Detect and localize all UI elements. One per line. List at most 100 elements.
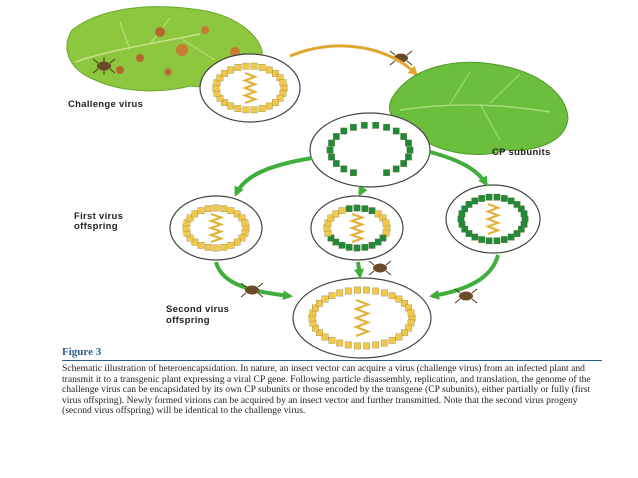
cp-subunit-yellow <box>363 286 370 294</box>
flow-arrows <box>214 150 500 301</box>
insect-vector-icon <box>454 288 478 304</box>
cp-subunit-mixed <box>382 219 390 227</box>
cp-subunit-yellow <box>312 304 319 312</box>
first-virus-offspring-label-line1: First virus <box>74 211 124 222</box>
cp-subunit-green <box>507 233 515 241</box>
cp-subunit-mixed <box>338 241 346 249</box>
cp-subunit-green <box>392 127 400 135</box>
cp-subunit-green <box>400 133 408 140</box>
cp-subunit-yellow <box>234 64 242 71</box>
cp-subunit-green <box>478 195 486 202</box>
cp-subunit-yellow <box>191 210 199 218</box>
cp-subunit-mixed <box>353 244 361 252</box>
cp-subunit-yellow <box>354 286 361 294</box>
cp-subunit-green <box>493 237 501 245</box>
cp-subunit-yellow <box>258 105 266 112</box>
cp-subunit-green <box>340 127 348 135</box>
cp-subunit-green <box>500 236 508 243</box>
cp-subunit-yellow <box>321 295 329 303</box>
cp-subunit-yellow <box>227 66 235 74</box>
cp-subunit-green <box>465 201 473 208</box>
cp-subunit-yellow <box>272 70 279 77</box>
cp-subunit-yellow <box>186 214 194 222</box>
cp-subunit-mixed <box>374 238 382 246</box>
transmission-arrow <box>289 44 419 77</box>
cp-subunit-yellow <box>191 238 199 246</box>
cp-subunit-yellow <box>242 62 250 70</box>
cp-subunit-yellow <box>233 238 241 246</box>
cp-subunit-green <box>493 193 501 201</box>
cp-subunit-yellow <box>220 205 228 213</box>
cp-subunit-yellow <box>227 241 235 249</box>
cp-subunit-yellow <box>344 341 352 349</box>
cp-subunit-mixed <box>368 207 376 215</box>
cp-subunit-yellow <box>272 99 279 106</box>
cp-subunit-green <box>326 146 334 154</box>
cp-subunit-yellow <box>220 243 228 251</box>
cp-subunit-mixed <box>353 204 361 212</box>
cp-subunit-yellow <box>212 204 220 212</box>
cp-subunit-green <box>471 233 479 241</box>
cp-subunit-mixed <box>345 205 353 213</box>
cp-subunit-mixed <box>361 205 369 213</box>
cp-subunit-green <box>350 169 357 177</box>
cp-subunit-yellow <box>380 289 388 297</box>
figure-caption-block: Figure 3 Schematic illustration of heter… <box>62 346 602 417</box>
insect-vector-icon <box>240 282 264 298</box>
cp-subunit-green <box>340 165 348 173</box>
cp-subunit-mixed <box>379 234 387 242</box>
viral-genome <box>348 212 366 244</box>
cp-subunit-yellow <box>250 62 258 70</box>
cp-subunit-yellow <box>238 234 246 242</box>
cp-subunit-green <box>383 123 390 131</box>
challenge-virus-label: Challenge virus <box>68 99 144 110</box>
figure-title: Figure 3 <box>62 346 102 358</box>
cp-subunit-yellow <box>227 207 235 215</box>
cp-subunit-yellow <box>221 99 228 106</box>
cp-subunit-green <box>332 133 340 140</box>
cp-subunit-mixed <box>332 238 340 246</box>
cp-subunit-yellow <box>401 329 408 337</box>
cp-subunit-green <box>513 201 521 208</box>
healthy-leaf-icon <box>389 61 569 155</box>
cp-subunit-yellow <box>221 70 228 77</box>
cp-subunit-green <box>517 225 525 233</box>
insect-vector-icon <box>368 260 392 276</box>
cp-subunit-green <box>461 205 469 213</box>
cp-subunit-yellow <box>276 94 284 102</box>
cp-subunit-yellow <box>328 292 336 300</box>
cp-subunit-green <box>332 160 340 167</box>
cp-subunit-yellow <box>197 207 205 215</box>
cp-subunit-green <box>405 139 412 147</box>
cp-subunits-cell <box>309 112 431 188</box>
cp-subunit-green <box>372 121 380 129</box>
cp-subunit-green <box>405 153 412 161</box>
insect-vector-icon <box>92 57 116 75</box>
cp-subunit-green <box>406 146 414 154</box>
cp-subunit-yellow <box>216 74 224 82</box>
cp-subunit-yellow <box>372 341 380 349</box>
cp-subunit-green <box>513 230 521 237</box>
viral-genome <box>241 71 259 105</box>
cp-subunit-yellow <box>265 66 273 74</box>
figure-caption: Schematic illustration of heteroencapsid… <box>62 363 591 417</box>
cp-subunit-yellow <box>405 324 412 332</box>
cp-subunit-yellow <box>395 295 403 303</box>
cp-subunit-green <box>478 236 486 243</box>
caption-divider <box>62 360 602 361</box>
cp-subunit-yellow <box>354 342 361 350</box>
cp-subunit-mixed <box>374 210 382 218</box>
cp-subunit-yellow <box>336 289 344 297</box>
cp-subunit-green <box>507 197 515 205</box>
cp-subunit-green <box>465 230 473 237</box>
cp-subunit-green <box>485 237 493 245</box>
cp-subunit-mixed <box>332 210 340 218</box>
cp-subunit-yellow <box>344 287 352 295</box>
cp-subunit-yellow <box>407 309 415 317</box>
cp-subunits-label: CP subunits <box>492 147 551 158</box>
cp-subunit-green <box>500 195 508 202</box>
cp-subunit-yellow <box>265 102 273 110</box>
cp-subunit-yellow <box>321 333 329 341</box>
cp-subunit-green <box>360 121 368 129</box>
